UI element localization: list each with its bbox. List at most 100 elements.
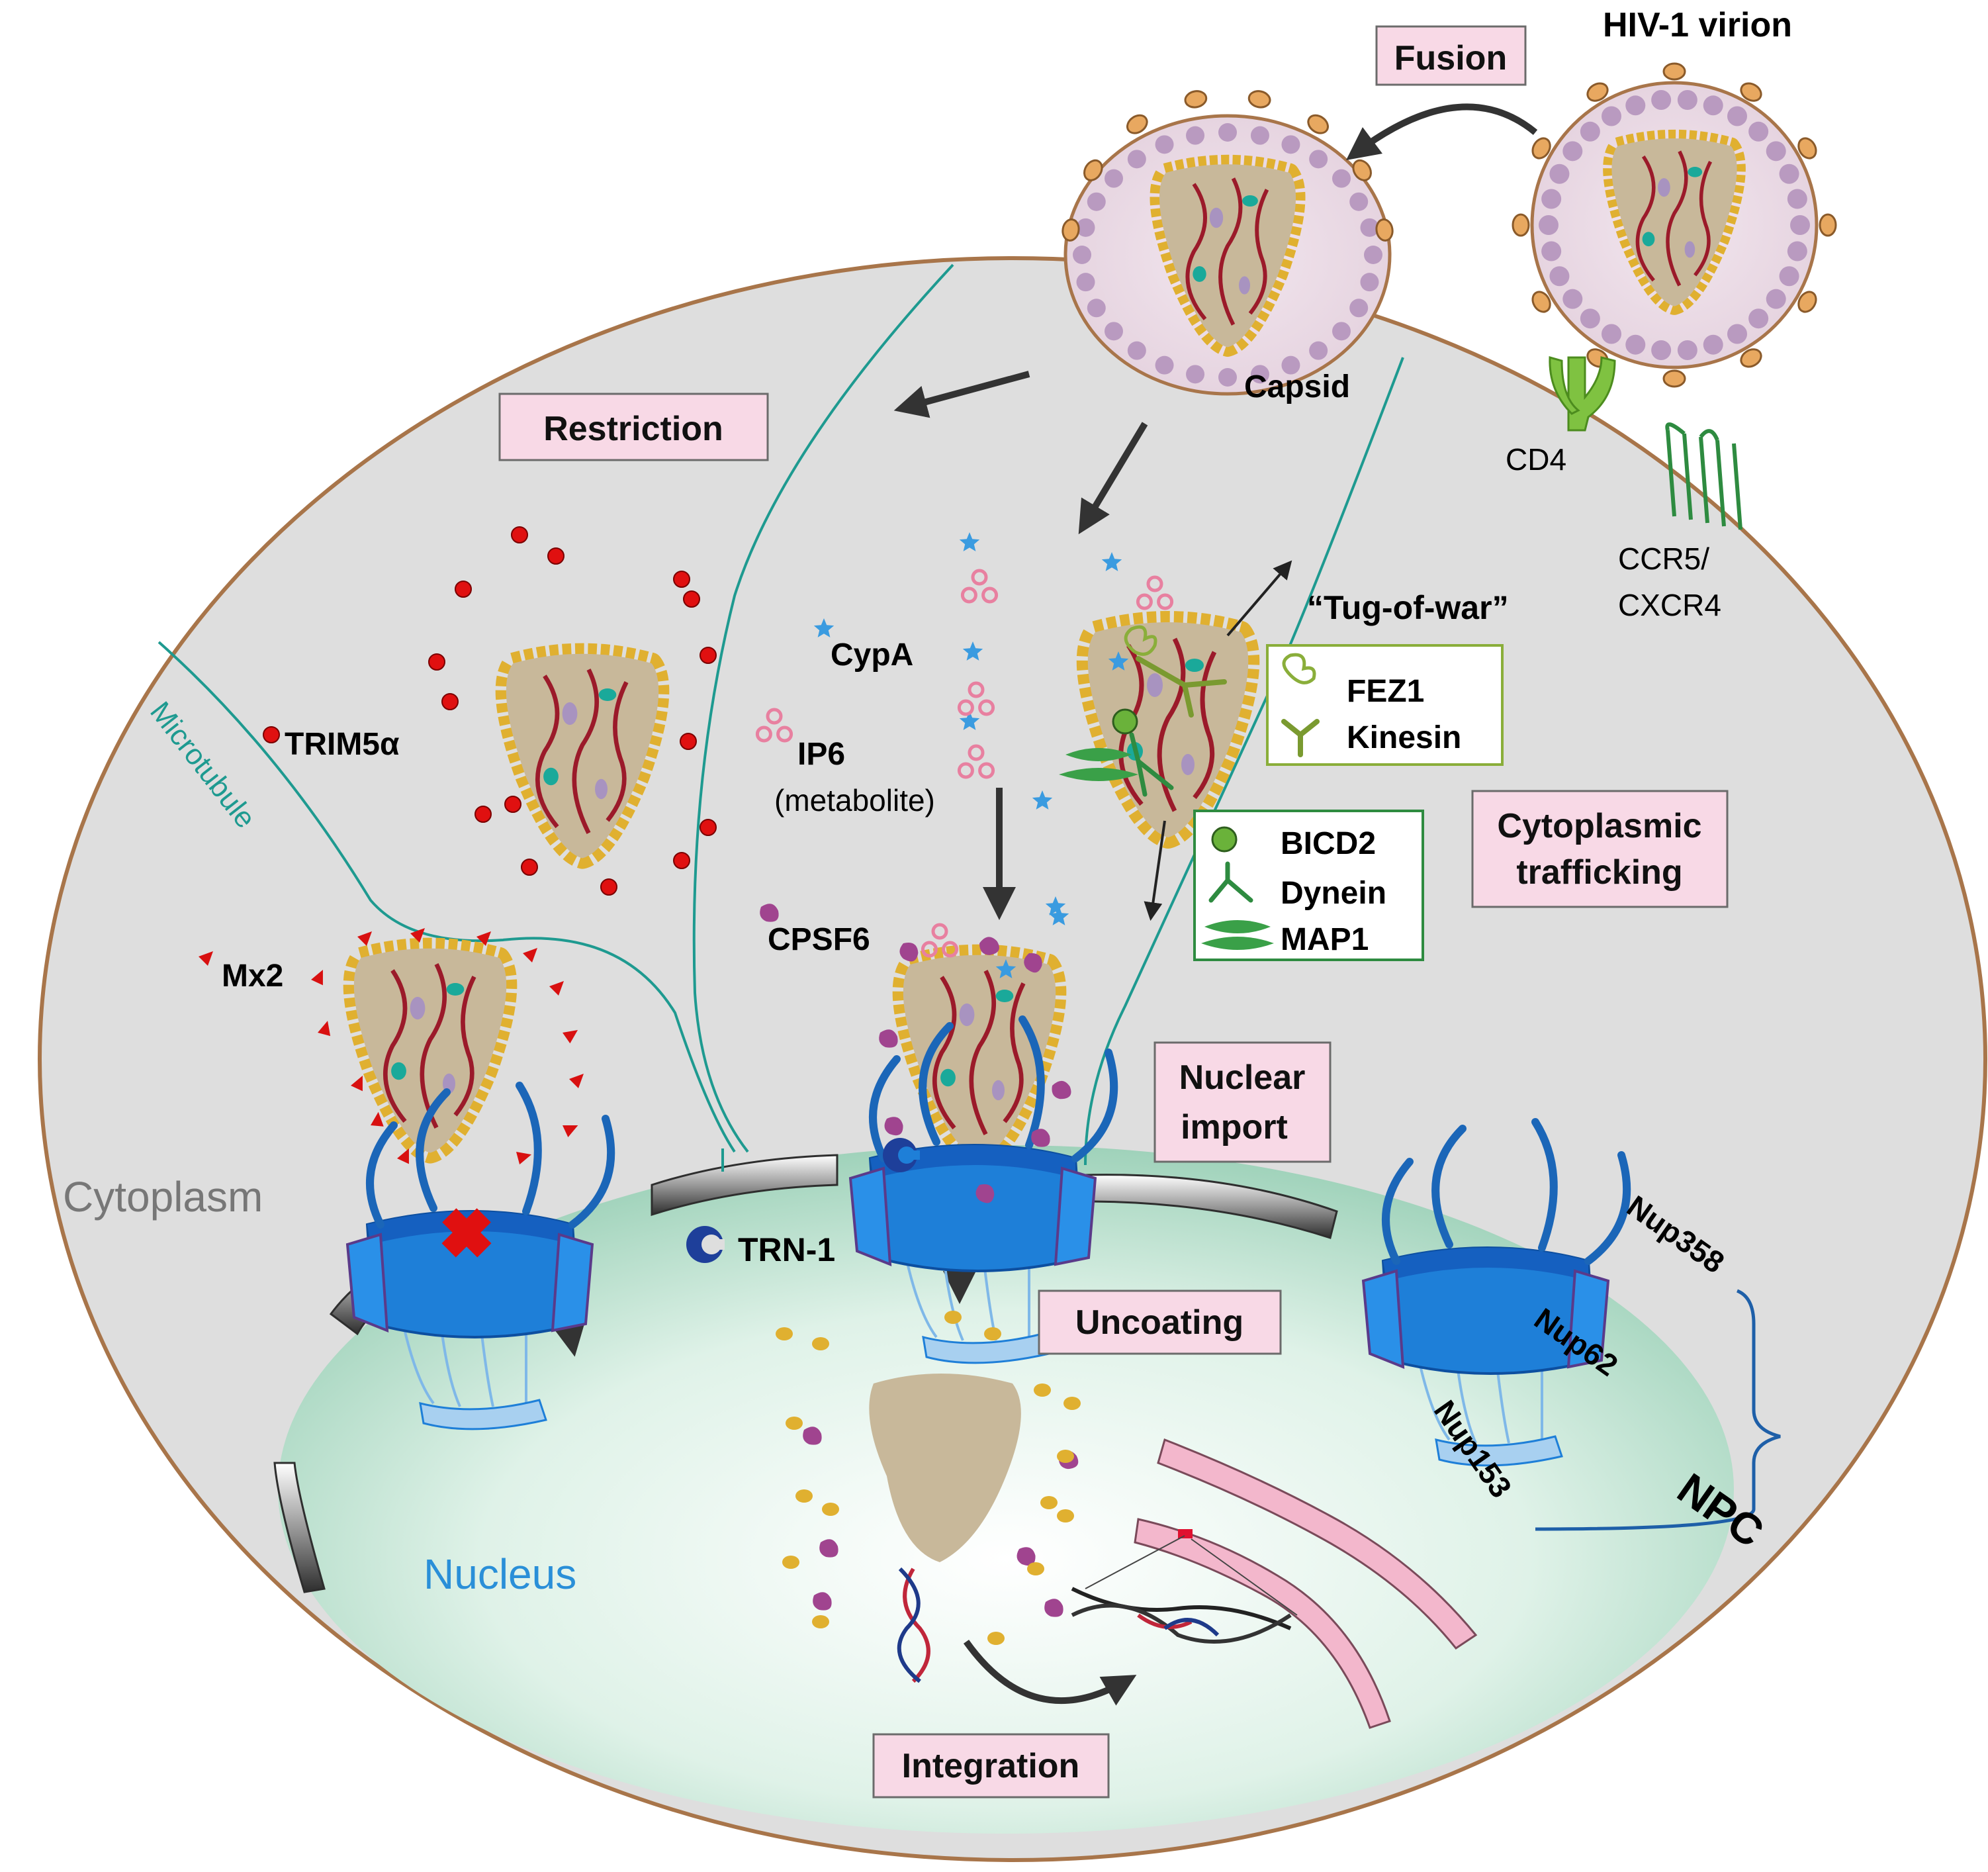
mx2-restricted-capsid <box>343 937 518 1164</box>
capsid-subunit <box>782 1556 799 1569</box>
bicd2-adaptor <box>1112 708 1138 735</box>
microtubules <box>158 263 1404 1166</box>
cypa-label: CypA <box>831 637 913 673</box>
zoom-lines <box>1085 1535 1298 1616</box>
step-integration: Integration <box>872 1733 1110 1799</box>
npc-center <box>848 1015 1118 1364</box>
trim5a-icon <box>511 526 528 543</box>
trn1-label: TRN-1 <box>738 1231 835 1268</box>
legend-kinesin-label: Kinesin <box>1347 720 1461 755</box>
ip6-icon <box>1136 575 1174 610</box>
capsid-subunit <box>776 1327 793 1340</box>
svg-text:Cytoplasmic: Cytoplasmic <box>1497 807 1701 845</box>
capsid-subunit <box>1034 1383 1051 1397</box>
legend-kinesin-icon <box>1281 719 1320 757</box>
ip6-icon <box>960 569 999 604</box>
trim5a-icon <box>521 859 538 876</box>
ip6-icon <box>957 744 995 779</box>
uncoating-core <box>869 1374 1021 1562</box>
capsid-subunit <box>944 1311 962 1324</box>
npc-bracket <box>1535 1289 1781 1531</box>
step-restriction: Restriction <box>498 393 769 461</box>
cpsf6-icon <box>819 1539 838 1558</box>
cpsf6-label: CPSF6 <box>768 922 870 957</box>
trn1-icon <box>686 1226 725 1263</box>
mx2-icon <box>351 1075 363 1092</box>
ccr5-label: CCR5/ <box>1618 541 1709 576</box>
mx2-icon <box>523 948 537 962</box>
cpsf6-icon <box>760 904 779 922</box>
mx2-icon <box>318 1021 331 1037</box>
trim5a-icon <box>504 796 521 813</box>
legend-map1-icon <box>1201 920 1274 950</box>
trim5a-icon <box>680 733 697 750</box>
trim5a-icon <box>673 852 690 869</box>
capsid-subunit <box>1063 1397 1081 1410</box>
trim5a-icon <box>683 590 700 608</box>
trn1-in-npc-icon <box>883 1138 920 1172</box>
trim5a-icon <box>455 581 472 598</box>
cypa-icon <box>959 711 980 730</box>
mx2-icon <box>199 951 213 966</box>
svg-text:Integration: Integration <box>902 1747 1080 1785</box>
virion-title: HIV-1 virion <box>1603 6 1792 44</box>
step-uncoating: Uncoating <box>1038 1289 1282 1355</box>
ccr5-cxcr4-receptor <box>1665 422 1742 530</box>
cpsf6-icon <box>1031 1129 1050 1147</box>
capsid-subunit <box>786 1417 803 1430</box>
step-nuclear-import: Nuclear import <box>1153 1041 1332 1163</box>
tug-of-war-label: “Tug-of-war” <box>1307 589 1509 626</box>
cd4-label: CD4 <box>1506 442 1566 477</box>
capsid-subunit <box>984 1327 1001 1340</box>
cpsf6-icon <box>1052 1080 1071 1100</box>
viral-dna-helix <box>897 1567 930 1683</box>
mx2-icon <box>549 981 564 996</box>
mx2-icon <box>563 1029 578 1044</box>
mx2-icon <box>311 969 323 986</box>
legend-dynein-icon <box>1208 861 1253 903</box>
legend-fez1-label: FEZ1 <box>1347 674 1424 709</box>
cpsf6-icon <box>975 1184 995 1203</box>
mx2-icon <box>357 931 372 946</box>
ip6-icon <box>921 923 959 958</box>
capsid-subunit <box>1057 1450 1074 1463</box>
trim5a-restricted-capsid <box>495 643 670 869</box>
fusing-capsid <box>1150 154 1306 357</box>
trim5a-icon <box>474 806 492 823</box>
step-cytoplasmic-trafficking: Cytoplasmic trafficking <box>1471 790 1729 908</box>
cypa-icon <box>962 641 983 661</box>
svg-text:Fusion: Fusion <box>1394 39 1507 77</box>
trim5a-icon <box>700 819 717 836</box>
svg-text:Uncoating: Uncoating <box>1075 1303 1243 1342</box>
legend-bicd2-icon <box>1211 826 1238 853</box>
capsid-subunit <box>1040 1496 1058 1509</box>
legend-kinesin-box <box>1266 644 1504 766</box>
mx2-icon <box>563 1125 578 1137</box>
capsid-subunit <box>1027 1562 1044 1575</box>
trim5a-label: TRIM5α <box>285 727 400 762</box>
legend-bicd2-label: BICD2 <box>1281 826 1376 861</box>
host-dna <box>1071 1587 1292 1644</box>
cpsf6-icon <box>899 942 919 962</box>
cypa-icon <box>1048 906 1069 925</box>
capsid-subunit <box>812 1337 829 1350</box>
restriction-x-icon <box>441 1208 492 1258</box>
npc-left <box>345 1082 615 1430</box>
capsid-subunit <box>795 1489 813 1503</box>
cpsf6-icon <box>979 937 999 955</box>
svg-text:trafficking: trafficking <box>1516 853 1682 892</box>
legend-map1-label: MAP1 <box>1281 922 1369 957</box>
cpsf6-icon <box>1044 1599 1063 1617</box>
integration-site-marker <box>1178 1529 1193 1538</box>
mx2-icon <box>516 1152 532 1165</box>
cd4-receptor <box>1549 356 1616 432</box>
cypa-icon <box>1101 552 1122 571</box>
tug-of-war-arrows <box>1144 560 1292 921</box>
ip6-label: IP6 <box>797 737 845 772</box>
cpsf6-icon <box>803 1427 822 1445</box>
capsid-label: Capsid <box>1244 369 1350 404</box>
ip6-note: (metabolite) <box>774 783 935 818</box>
cypa-icon <box>813 618 835 637</box>
trim5a-icon <box>263 726 280 743</box>
